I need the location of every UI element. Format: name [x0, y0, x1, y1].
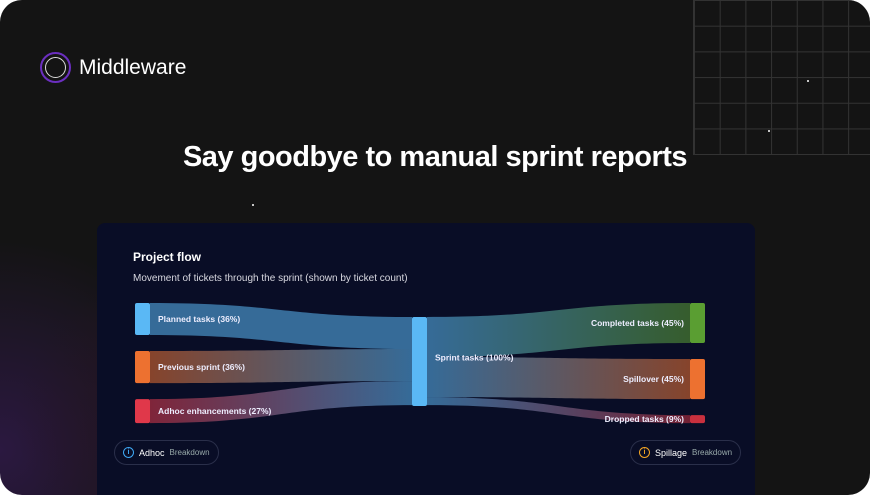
- flow-sprint-to-dropped: [427, 397, 690, 424]
- star-dot: [807, 80, 809, 82]
- brand-name: Middleware: [79, 55, 187, 79]
- node-completed: [690, 303, 705, 344]
- decorative-grid: [693, 0, 870, 155]
- node-spillover: [690, 359, 705, 400]
- label-adhoc: Adhoc enhancements (27%): [158, 406, 272, 416]
- node-previous: [135, 351, 150, 384]
- star-dot: [768, 130, 770, 132]
- label-spillover: Spillover (45%): [623, 374, 684, 384]
- sankey-chart: Planned tasks (36%) Previous sprint (36%)…: [135, 303, 705, 424]
- flow-adhoc-to-sprint: [150, 381, 412, 424]
- brand-logo: Middleware: [40, 52, 186, 83]
- button-sublabel: Breakdown: [692, 448, 733, 457]
- headline: Say goodbye to manual sprint reports: [182, 141, 688, 173]
- card-subtitle: Movement of tickets through the sprint (…: [133, 273, 408, 284]
- button-sublabel: Breakdown: [169, 448, 210, 457]
- flow-sprint-to-completed: [427, 303, 690, 358]
- node-planned: [135, 303, 150, 336]
- label-sprint: Sprint tasks (100%): [435, 353, 514, 363]
- button-label: Adhoc: [139, 447, 165, 458]
- node-adhoc: [135, 399, 150, 424]
- flow-previous-to-sprint: [150, 349, 412, 384]
- info-icon: i: [639, 447, 650, 458]
- label-planned: Planned tasks (36%): [158, 314, 240, 324]
- flow-planned-to-sprint: [150, 303, 412, 350]
- flow-sprint-to-spillover: [427, 357, 690, 400]
- logo-icon: [40, 52, 71, 83]
- project-flow-card: Project flow Movement of tickets through…: [97, 223, 755, 495]
- spillage-breakdown-button[interactable]: i Spillage Breakdown: [630, 440, 742, 465]
- button-label: Spillage: [655, 447, 688, 458]
- label-completed: Completed tasks (45%): [591, 318, 684, 328]
- node-sprint: [412, 317, 427, 406]
- label-dropped: Dropped tasks (9%): [605, 414, 685, 424]
- info-icon: i: [123, 447, 134, 458]
- star-dot: [252, 204, 254, 206]
- node-dropped: [690, 415, 705, 424]
- adhoc-breakdown-button[interactable]: i Adhoc Breakdown: [114, 440, 219, 465]
- label-previous: Previous sprint (36%): [158, 362, 245, 372]
- card-title: Project flow: [133, 250, 202, 264]
